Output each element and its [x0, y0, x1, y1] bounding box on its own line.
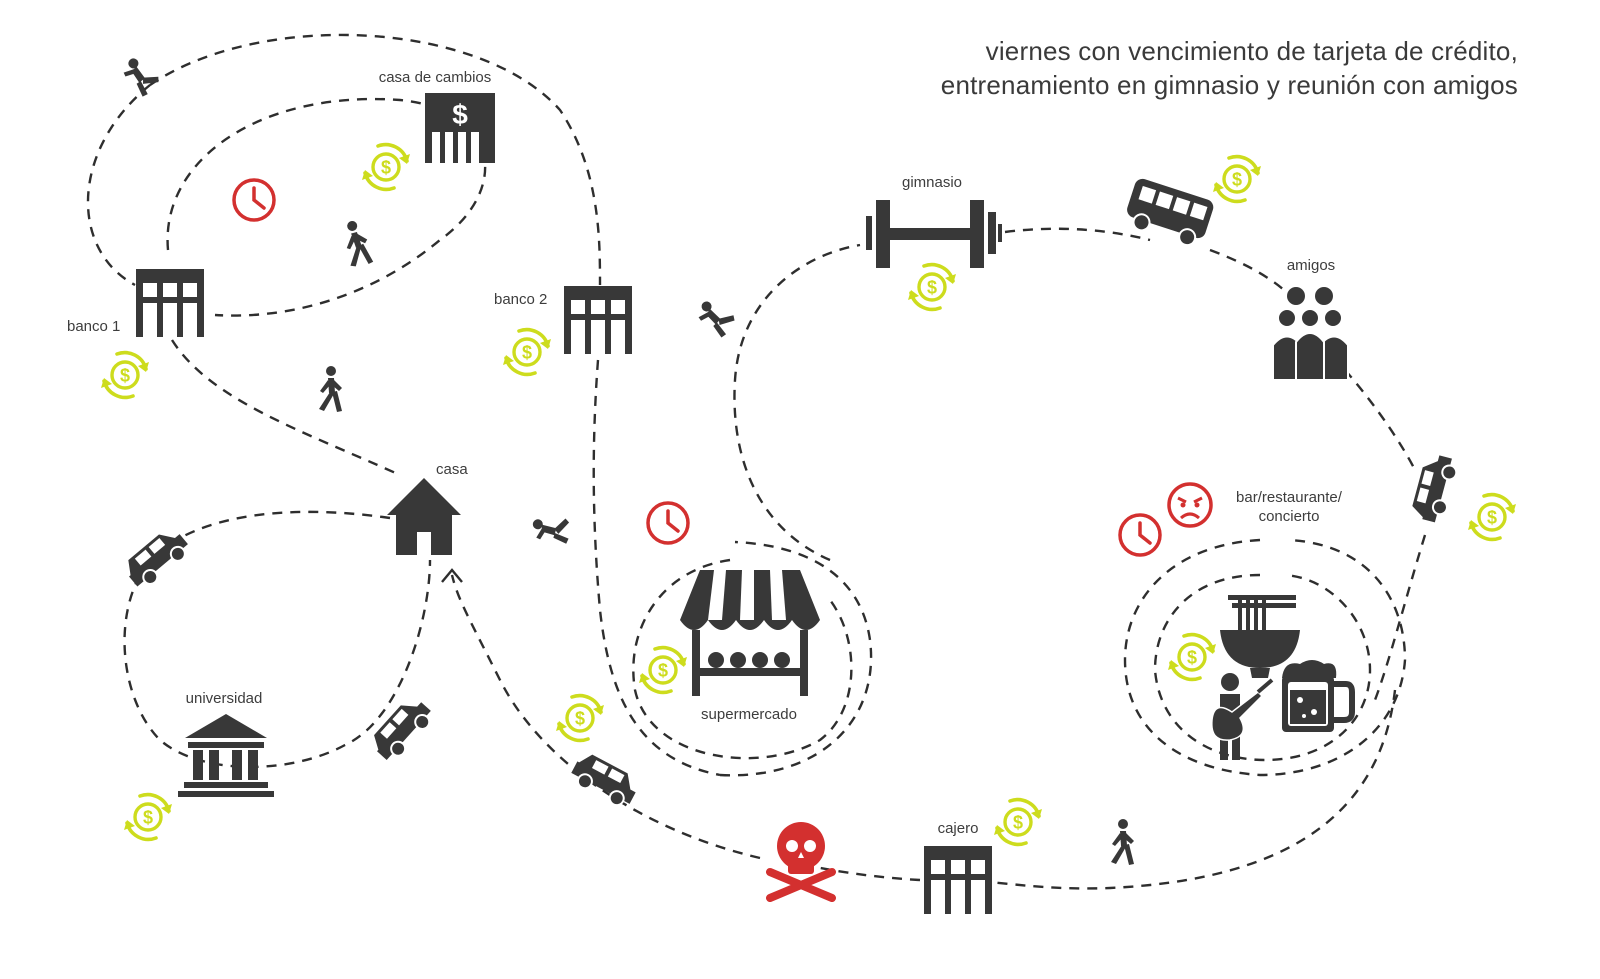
route-banco1-to-top: [149, 33, 602, 286]
route-banco1-casa: [170, 339, 401, 477]
route-super-loop-inner: [632, 558, 853, 760]
noodle-bowl-icon: [1220, 595, 1300, 678]
group-of-people-icon: [1272, 287, 1349, 381]
car-icon: [366, 692, 438, 767]
label-banco-1: banco 1: [67, 318, 120, 335]
dashed-routes: [86, 33, 1427, 890]
barbell-icon: [866, 200, 1002, 268]
gimnasio: gimnasio: [866, 174, 1002, 268]
label-amigos: amigos: [1287, 257, 1335, 274]
dollar-sign-icon: $: [452, 99, 468, 130]
fallen-person-icon: [530, 509, 576, 553]
label-casa: casa: [436, 461, 468, 478]
universidad: universidad: [178, 690, 274, 797]
route-casa-universidad-loop: [123, 510, 432, 769]
route-bar-inner: [1153, 573, 1372, 762]
supermercado: supermercado: [680, 570, 820, 723]
clock-icon: [1118, 513, 1162, 557]
banco-2: banco 2: [494, 286, 632, 354]
money-cycle-icon: [122, 792, 174, 842]
casa: casa: [387, 461, 468, 555]
casa-de-cambios: casa de cambios $: [379, 69, 495, 163]
money-cycle-icon: [637, 645, 689, 695]
label-bar-line-2: concierto: [1259, 508, 1320, 525]
taxi-icon: [1408, 450, 1461, 526]
route-skull-to-casa: [450, 574, 761, 860]
car-icon: [119, 523, 195, 594]
walking-person-icon: [319, 366, 342, 412]
route-bar-outer: [1123, 538, 1407, 777]
diagram-title: viernes con vencimiento de tarjeta de cr…: [941, 34, 1518, 102]
falling-person-icon: [118, 56, 164, 100]
label-universidad: universidad: [186, 690, 263, 707]
label-cajero: cajero: [938, 820, 979, 837]
money-cycle-icon: [99, 350, 151, 400]
walking-person-icon: [339, 218, 374, 269]
label-banco-2: banco 2: [494, 291, 547, 308]
label-supermercado: supermercado: [701, 706, 797, 723]
beer-mug-icon: [1282, 660, 1355, 732]
guitarist-icon: [1211, 673, 1274, 760]
market-stall-icon: [680, 570, 820, 696]
arrow-head-icon: [441, 568, 463, 583]
route-gym-bus: [1004, 227, 1151, 242]
route-banco1-loop-outer: [86, 84, 151, 287]
route-bar-to-cajero: [989, 689, 1397, 890]
label-casa-de-cambios: casa de cambios: [379, 69, 492, 86]
title-line-2: entrenamiento en gimnasio y reunión con …: [940, 70, 1518, 100]
money-cycle-icon: [1466, 492, 1518, 542]
house-icon: [387, 478, 461, 555]
money-cycle-icon: [360, 142, 412, 192]
label-gimnasio: gimnasio: [902, 174, 962, 191]
clock-icon: [646, 501, 690, 545]
angry-face-icon: [1167, 482, 1213, 528]
money-cycle-icon: [1166, 632, 1218, 682]
taxi-icon: [566, 748, 643, 812]
money-cycle-icon: [906, 262, 958, 312]
bank-icon: [136, 269, 204, 337]
route-bus-amigos: [1209, 248, 1296, 301]
bar-restaurante-concierto: bar/restaurante/ concierto: [1211, 489, 1355, 760]
skull-crossbones-icon: [766, 822, 836, 902]
bus-icon: [1127, 178, 1214, 247]
money-cycle-icon: [554, 693, 606, 743]
atm-building-icon: [924, 846, 992, 914]
route-cajero-skull: [809, 864, 921, 882]
money-cycle-icon: [992, 797, 1044, 847]
university-icon: [178, 714, 274, 797]
title-line-1: viernes con vencimiento de tarjeta de cr…: [985, 36, 1518, 66]
label-bar-line-1: bar/restaurante/: [1236, 489, 1343, 506]
money-cycle-icon: [1211, 154, 1263, 204]
bank-icon: [564, 286, 632, 354]
route-left-up-to-gym: [733, 243, 861, 562]
walking-person-icon: [1111, 819, 1134, 865]
clock-icon: [232, 178, 276, 222]
route-super-loop-outer: [719, 540, 873, 777]
amigos: amigos: [1272, 257, 1349, 381]
cajero: cajero: [924, 820, 992, 914]
falling-person-icon: [695, 300, 737, 340]
money-cycle-icon: [501, 327, 553, 377]
route-car-down: [1373, 534, 1427, 701]
banco-1: banco 1: [67, 269, 204, 337]
route-amigos-car: [1344, 369, 1417, 471]
route-banco2-down: [592, 359, 721, 777]
